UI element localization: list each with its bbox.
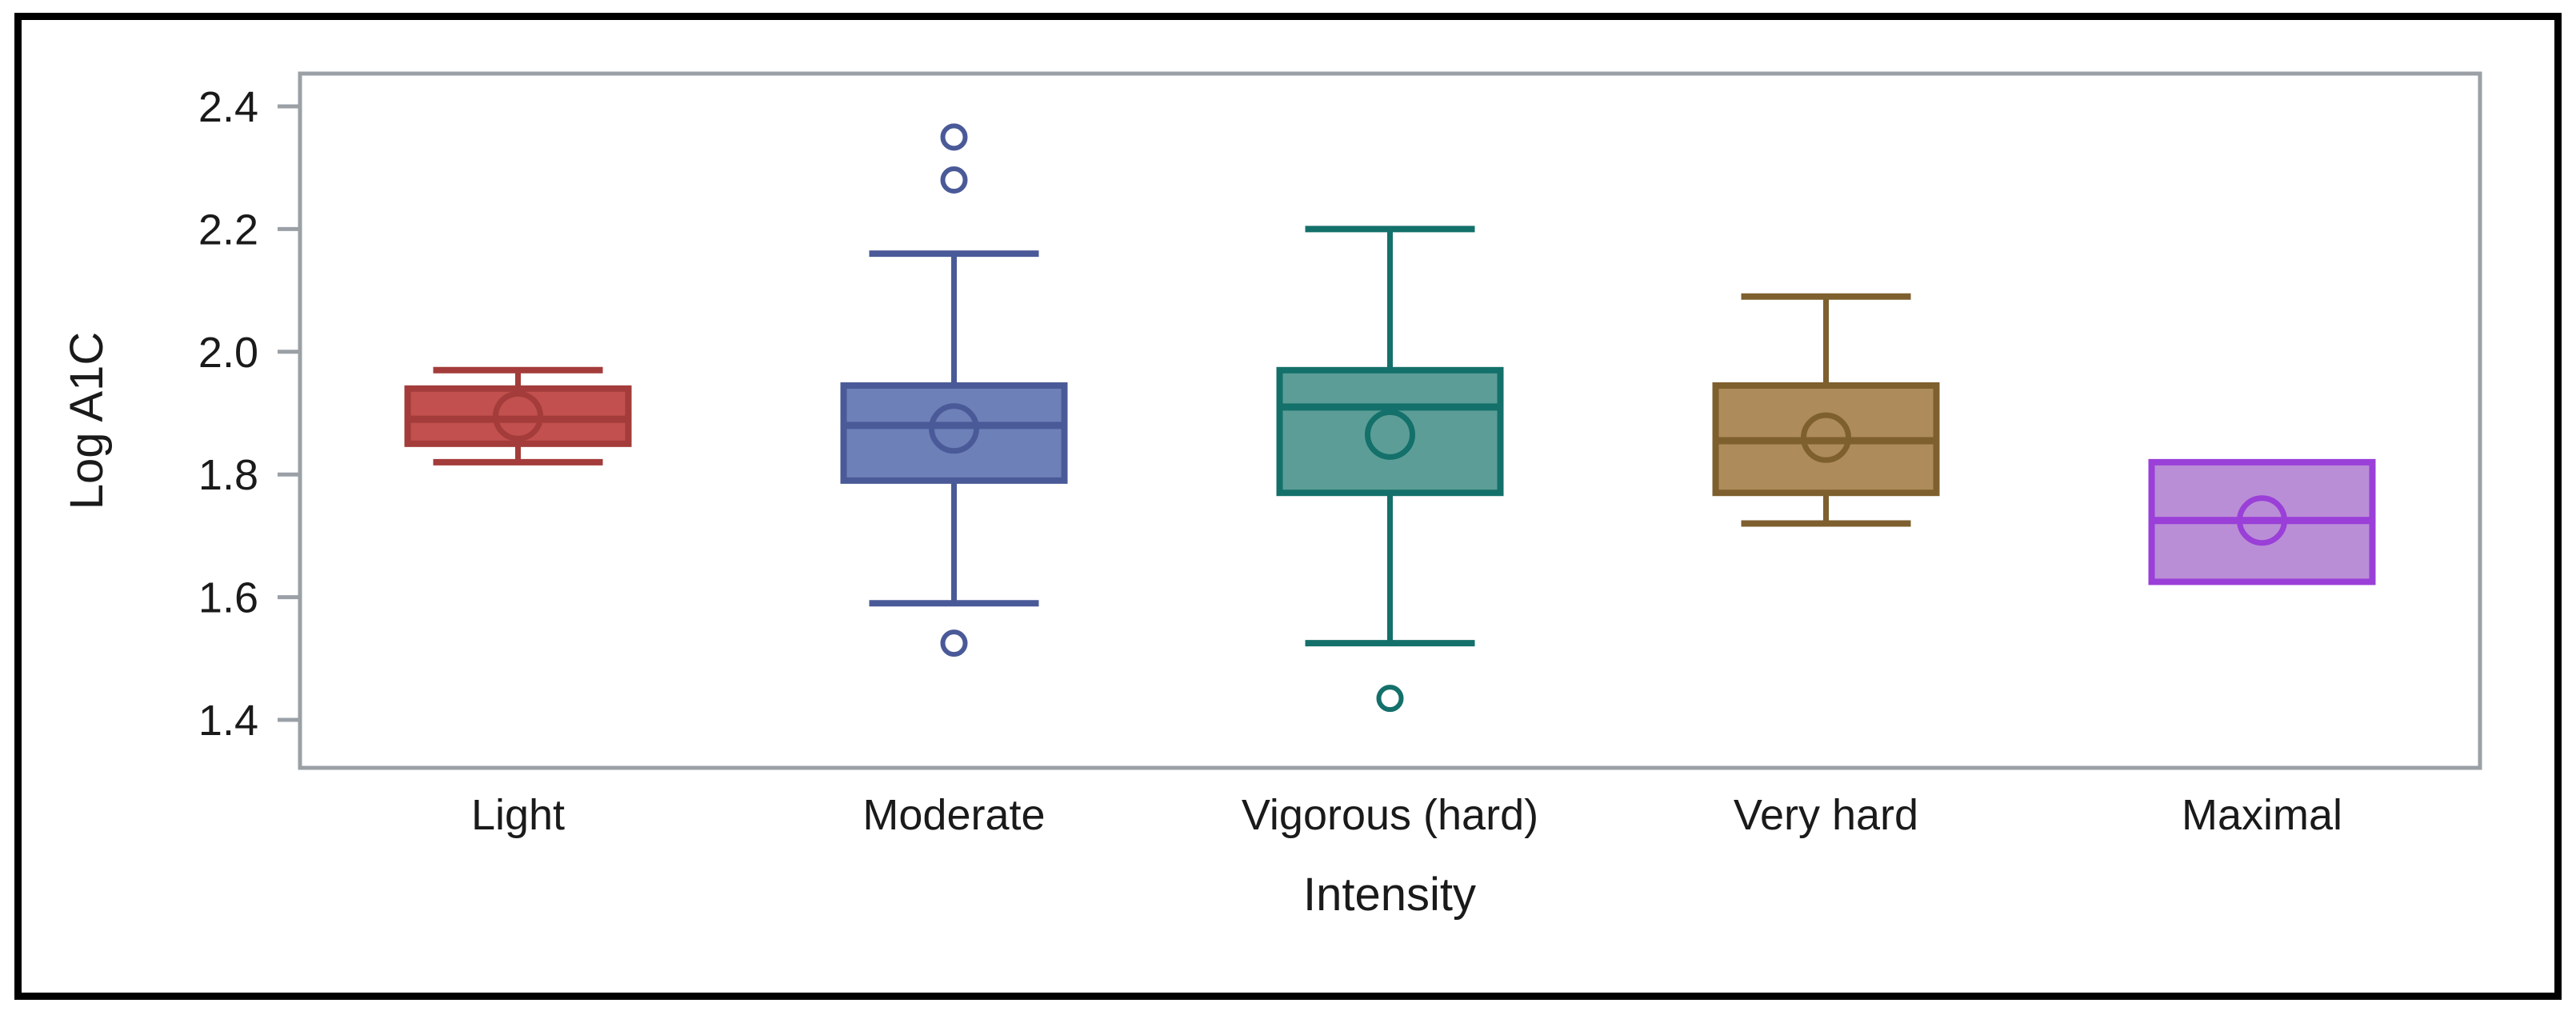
y-tick-label: 2.4 [198,83,258,131]
boxplot-group [404,366,632,466]
x-category-label: Very hard [1734,791,1918,839]
mean-marker [2237,495,2287,546]
mean-marker [1365,409,1415,460]
outlier-point [940,123,968,151]
box-iqr [1276,366,1504,497]
boxplot-group [1276,226,1504,713]
x-category-label: Moderate [862,791,1045,839]
mean-marker [493,390,543,442]
figure-outer-border [14,13,2562,1000]
mean-marker [929,403,979,454]
plot-area-border [298,71,2482,770]
x-category-label: Light [471,791,565,839]
y-tick-label: 1.4 [198,697,258,745]
y-tick-label: 2.0 [198,329,258,377]
x-category-label: Maximal [2182,791,2342,839]
box-iqr [840,382,1068,484]
boxplot-group [840,123,1068,657]
y-axis: 2.4 2.2 2.0 1.8 1.6 1.4 [198,83,300,745]
boxplot-group [2148,458,2376,585]
y-tick-label: 1.8 [198,451,258,499]
x-axis-title: Intensity [1303,869,1476,921]
y-tick-label: 2.2 [198,206,258,254]
outlier-point [1376,685,1404,713]
y-tick-label: 1.6 [198,574,258,622]
y-axis-title: Log A1C [61,332,113,510]
x-category-label: Vigorous (hard) [1242,791,1538,839]
mean-marker [1801,412,1851,463]
outlier-point [940,629,968,657]
outlier-point [940,166,968,194]
boxplot-group [1712,293,1940,527]
